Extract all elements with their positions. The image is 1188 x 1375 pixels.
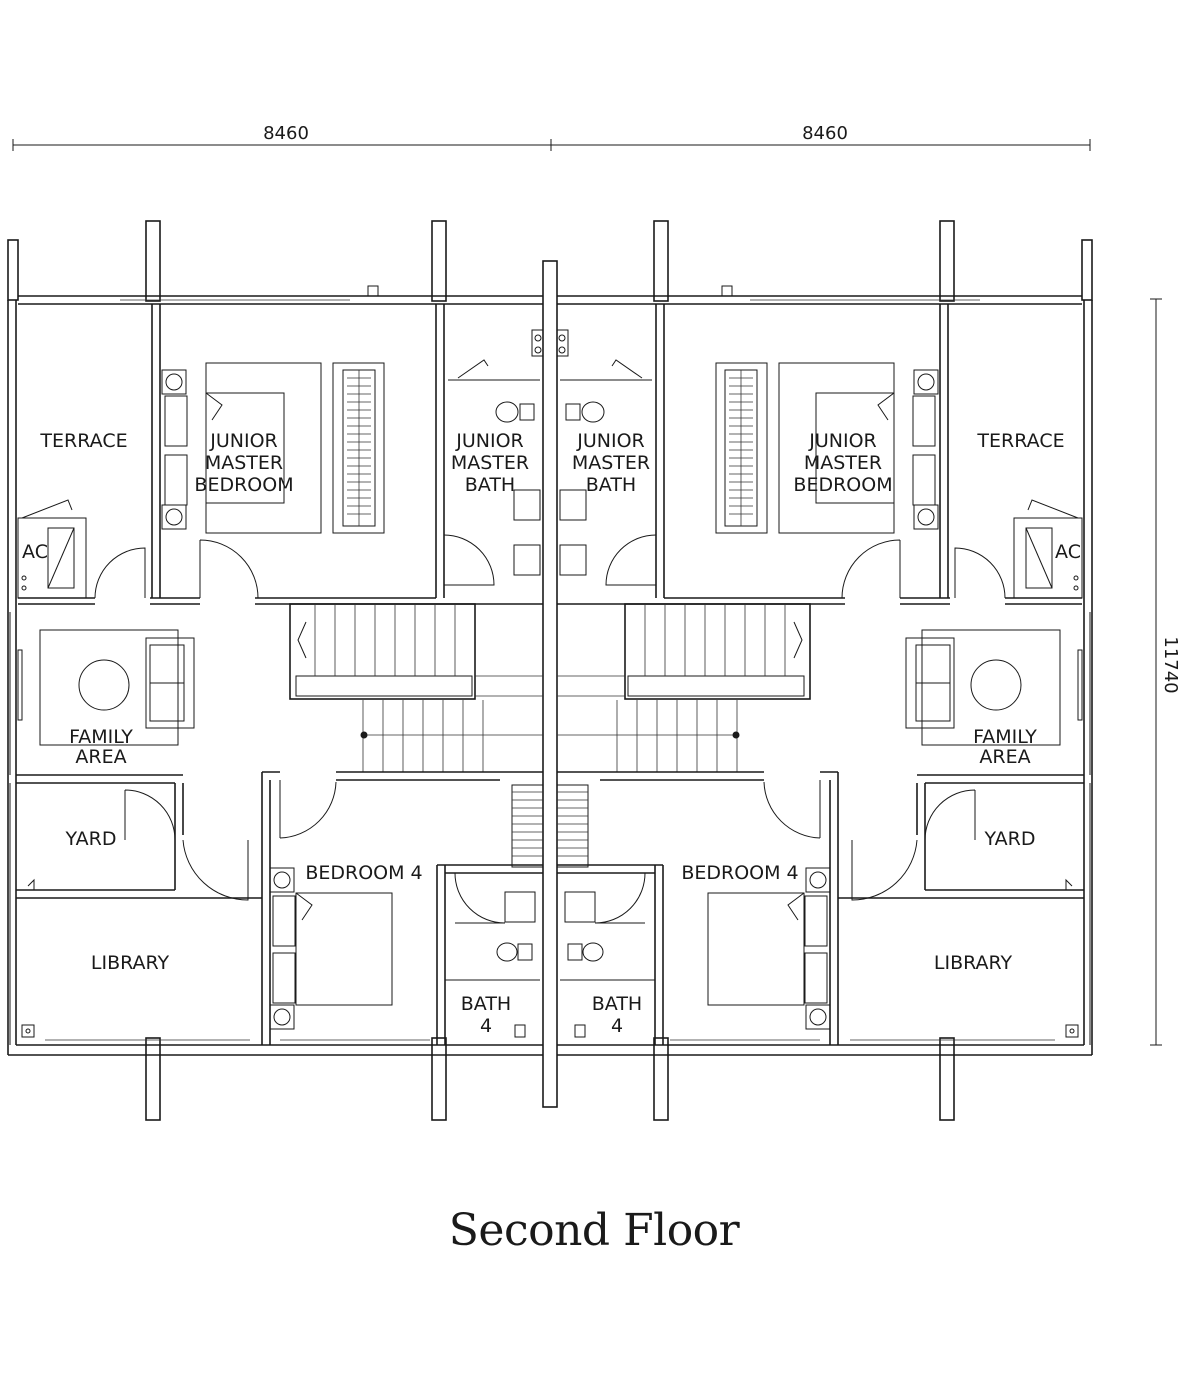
dimension-side: 11740 — [1160, 636, 1181, 693]
label-yard-right: YARD — [984, 828, 1036, 850]
unit-left — [7, 220, 544, 1121]
label-jmbath-right-1: JUNIOR — [576, 430, 644, 452]
label-bath4-right-1: BATH — [592, 993, 642, 1015]
label-jmb-left-3: BEDROOM — [194, 474, 293, 496]
label-bath4-left-2: 4 — [480, 1015, 492, 1037]
label-bath4-right-2: 4 — [611, 1015, 623, 1037]
dimension-top-left: 8460 — [263, 123, 309, 144]
plan-title: Second Floor — [448, 1205, 740, 1256]
label-family-left-1: FAMILY — [69, 726, 133, 748]
label-yard-left: YARD — [65, 828, 117, 850]
label-jmbath-right-2: MASTER — [572, 452, 650, 474]
label-jmb-right-3: BEDROOM — [793, 474, 892, 496]
party-wall — [542, 260, 558, 1108]
label-jmbath-left-2: MASTER — [451, 452, 529, 474]
label-jmb-left-1: JUNIOR — [209, 430, 277, 452]
label-jmbath-right-3: BATH — [586, 474, 636, 496]
room-labels-right: TERRACE AC JUNIOR MASTER BEDROOM JUNIOR … — [572, 430, 1081, 1037]
unit-right — [556, 220, 1093, 1121]
label-family-left-2: AREA — [75, 746, 126, 768]
dimension-lines — [12, 139, 1162, 1046]
label-terrace-left: TERRACE — [39, 430, 127, 452]
label-bath4-left-1: BATH — [461, 993, 511, 1015]
label-bedroom4-left: BEDROOM 4 — [305, 862, 422, 884]
label-ac-left: AC — [22, 541, 48, 563]
label-jmbath-left-1: JUNIOR — [455, 430, 523, 452]
label-jmb-left-2: MASTER — [205, 452, 283, 474]
label-jmbath-left-3: BATH — [465, 474, 515, 496]
dimension-top-right: 8460 — [802, 123, 848, 144]
label-family-right-1: FAMILY — [973, 726, 1037, 748]
room-labels-left: TERRACE AC JUNIOR MASTER BEDROOM JUNIOR … — [22, 430, 529, 1037]
label-terrace-right: TERRACE — [976, 430, 1064, 452]
label-jmb-right-1: JUNIOR — [808, 430, 876, 452]
label-library-right: LIBRARY — [934, 952, 1013, 974]
label-ac-right: AC — [1055, 541, 1081, 563]
label-library-left: LIBRARY — [91, 952, 170, 974]
label-bedroom4-right: BEDROOM 4 — [681, 862, 798, 884]
label-jmb-right-2: MASTER — [804, 452, 882, 474]
label-family-right-2: AREA — [979, 746, 1030, 768]
